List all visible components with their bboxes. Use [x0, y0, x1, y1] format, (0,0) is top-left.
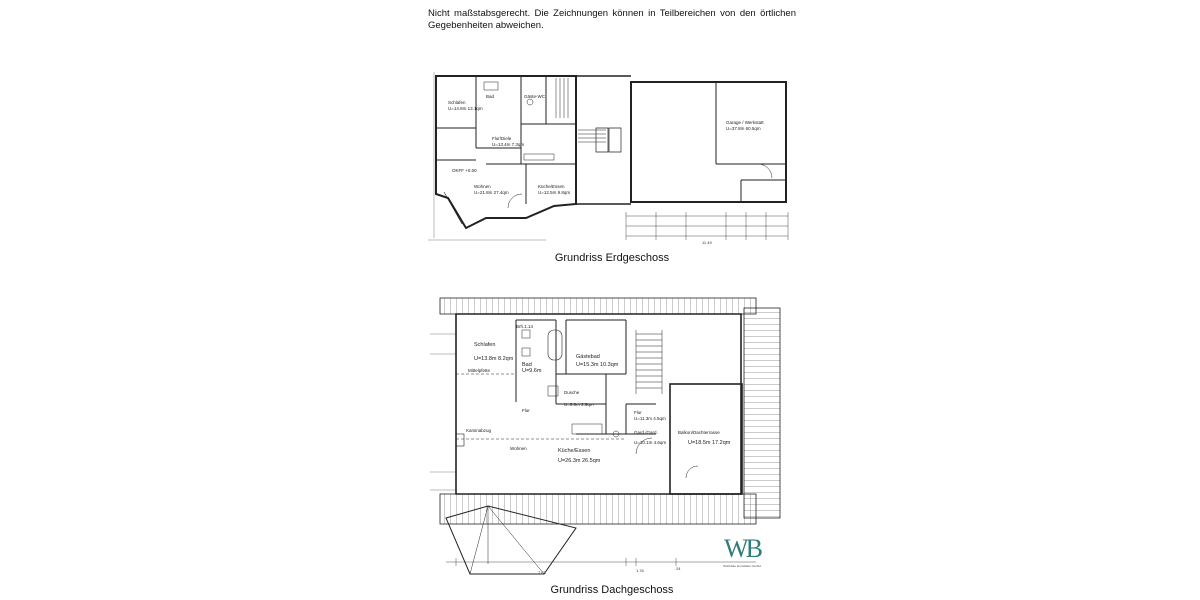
- dg-room-garderobe: Gard./Gard.: [634, 430, 658, 435]
- eg-room-wohnen: Wohnen: [474, 184, 491, 189]
- dg-room-kueche: Küche/Essen: [558, 448, 590, 454]
- dg-dimension-mid: 1.76: [636, 568, 645, 573]
- dg-room-flur: Flur: [522, 408, 530, 413]
- eg-room-garage: Garage / Werkstatt: [726, 120, 764, 125]
- floor-plan-erdgeschoss: Schlafen U=14.8m 13.1qm Wohnen U=21.8m 2…: [428, 72, 789, 245]
- eg-room-kueche-area: U=12.5m 9.8qm: [538, 190, 570, 195]
- dg-room-schlafen-area: U=13.8m 8.2qm: [474, 356, 514, 362]
- logo-mark: WB: [724, 534, 763, 563]
- caption-erdgeschoss: Grundriss Erdgeschoss: [554, 252, 670, 264]
- dg-room-flur2: Flur: [634, 410, 642, 415]
- eg-room-schlafen: Schlafen: [448, 100, 466, 105]
- dg-room-dusche-area: U=6.8m 2.9qm: [564, 402, 594, 407]
- dg-room-kueche-area: U=26.3m 26.5qm: [558, 458, 601, 464]
- dg-room-balkon: Balkon/Dachterrasse: [678, 430, 720, 435]
- dg-room-gaestebad: Gästebad: [576, 354, 600, 360]
- eg-room-flur-area: U=13.4m 7.3qm: [492, 142, 524, 147]
- dg-mittelpfette: Mittelpfette: [468, 368, 491, 373]
- dg-kaminabzug: Kaminabzug: [466, 428, 492, 433]
- eg-room-gaeste: Gäste-WC: [524, 94, 546, 99]
- dg-room-garderobe-area: U=10.1m 4.6qm: [634, 440, 666, 445]
- dg-brh-label: Brh.1.14: [516, 324, 534, 329]
- eg-room-schlafen-area: U=14.8m 13.1qm: [448, 106, 483, 111]
- dg-room-bad-area: U=9.6m: [522, 368, 542, 374]
- disclaimer-text: Nicht maßstabsgerecht. Die Zeichnungen k…: [428, 8, 796, 31]
- floor-plan-dachgeschoss: Schlafen U=13.8m 8.2qm Mittelpfette Kami…: [430, 297, 781, 575]
- dg-room-gaestebad-area: U=15.3m 10.3qm: [576, 362, 619, 368]
- dg-room-schlafen: Schlafen: [474, 342, 495, 348]
- dg-room-bad: Bad: [522, 362, 532, 368]
- dg-dimension-bottom: 7.63: [538, 570, 547, 575]
- eg-room-garage-area: U=37.8m 60.5qm: [726, 126, 761, 131]
- dg-room-flur2-area: U=11.3m 4.5qm: [634, 416, 666, 421]
- dg-room-balkon-area: U=18.5m 17.2qm: [688, 440, 731, 446]
- company-logo: WB Wohnbau Immobilien GmbH: [712, 534, 772, 574]
- dg-dimension-right: 24: [676, 566, 681, 571]
- eg-room-kueche: Küche/Essen: [538, 184, 565, 189]
- dg-room-wohnen: Wohnen: [510, 446, 527, 451]
- eg-room-bad: Bad: [486, 94, 495, 99]
- logo-subtitle: Wohnbau Immobilien GmbH: [723, 564, 761, 568]
- caption-dachgeschoss: Grundriss Dachgeschoss: [550, 584, 674, 596]
- eg-okff: OKFF +0.00: [452, 168, 477, 173]
- dg-room-dusche: Dusche: [564, 390, 580, 395]
- eg-room-wohnen-area: U=21.8m 27.4qm: [474, 190, 509, 195]
- eg-total-dimension: 11.49: [702, 240, 712, 245]
- eg-room-flur: Flur/Diele: [492, 136, 512, 141]
